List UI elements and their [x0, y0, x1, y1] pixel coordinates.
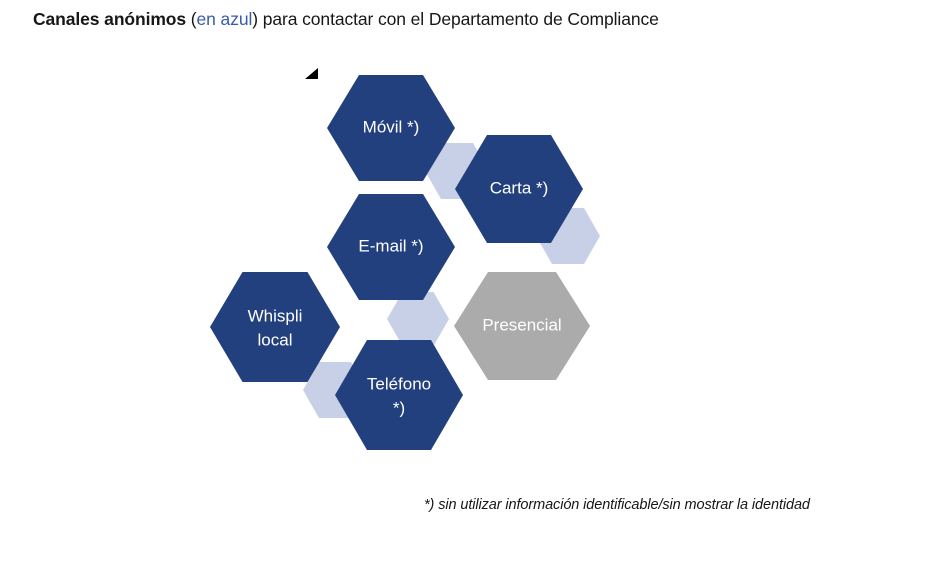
hexagon-label-email: E-mail *) — [358, 236, 423, 255]
hexagon-shape-movil — [327, 75, 455, 181]
hexagon-movil[interactable]: Móvil *) — [327, 75, 455, 181]
main-hexagon-layer: Móvil *) Carta *) E-mail *) Whispli local Pre… — [210, 75, 590, 450]
hexagon-label2-whispli: local — [258, 330, 293, 349]
hexagon-presencial[interactable]: Presencial — [454, 272, 590, 380]
hexagon-shape-carta — [455, 135, 583, 243]
hexagon-label-carta: Carta *) — [490, 178, 549, 197]
footnote-text: *) sin utilizar información identificabl… — [424, 497, 810, 513]
hexagon-label-presencial: Presencial — [482, 315, 561, 334]
hexagon-label2-telefono: *) — [393, 398, 405, 417]
selection-handle-icon — [305, 68, 318, 79]
hexagon-telefono[interactable]: Teléfono *) — [335, 340, 463, 450]
title-bold-part: Canales anónimos — [33, 9, 187, 29]
title-paren-close: ) — [252, 9, 258, 29]
title-blue-part: en azul — [196, 9, 253, 29]
hexagon-whispli[interactable]: Whispli local — [210, 272, 340, 382]
hexagon-shape-telefono — [335, 340, 463, 450]
hexagon-label-movil: Móvil *) — [363, 117, 420, 136]
hexagon-label-whispli: Whispli — [248, 306, 303, 325]
hexagon-shape-whispli — [210, 272, 340, 382]
title-rest-part: para contactar con el Departamento de Co… — [258, 9, 659, 29]
page-title: Canales anónimos (en azul) para contacta… — [33, 5, 913, 35]
hexagon-label-telefono: Teléfono — [367, 374, 431, 393]
hexagon-email[interactable]: E-mail *) — [327, 194, 455, 300]
hexagon-shape-email — [327, 194, 455, 300]
hexagon-carta[interactable]: Carta *) — [455, 135, 583, 243]
title-paren-open: ( — [186, 9, 197, 29]
hexagon-diagram: Móvil *) Carta *) E-mail *) Whispli local Pre… — [0, 50, 949, 470]
hexagon-shape-presencial — [454, 272, 590, 380]
connector-center — [387, 292, 449, 346]
hexagon-diagram-canvas: Móvil *) Carta *) E-mail *) Whispli local Pre… — [210, 75, 600, 450]
